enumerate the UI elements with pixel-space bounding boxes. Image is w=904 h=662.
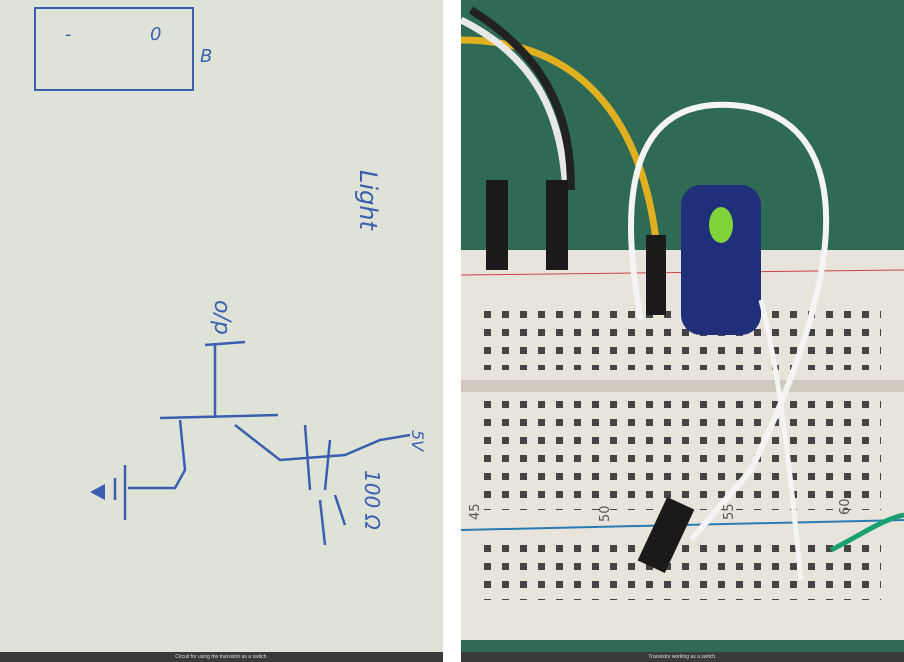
left-caption: Circuit for using the transistor as a sw… bbox=[0, 652, 443, 662]
breadboard-scene: 45 50 55 60 bbox=[461, 6, 904, 640]
row-number-45: 45 bbox=[468, 503, 483, 520]
right-caption: Transistor working as a switch. bbox=[461, 652, 904, 662]
battery-label: B bbox=[200, 46, 212, 67]
minus-text: - bbox=[65, 24, 72, 45]
row-number-55: 55 bbox=[722, 503, 737, 520]
light-text: Light bbox=[354, 170, 382, 231]
circuit-sketch-photo: - 0 B Light o/p 100 Ω 5V Circuit for usi… bbox=[0, 0, 443, 662]
row-number-60: 60 bbox=[838, 498, 853, 515]
output-text: o/p bbox=[209, 300, 234, 335]
hand-drawn-schematic: - 0 B Light o/p 100 Ω 5V bbox=[34, 7, 427, 546]
supply-text: 5V bbox=[408, 430, 427, 452]
row-number-50: 50 bbox=[598, 505, 613, 522]
breadboard-photo: 45 50 55 60 Transistor working as a swit… bbox=[461, 0, 904, 662]
resistor-text: 100 Ω bbox=[360, 470, 384, 531]
zero-text: 0 bbox=[150, 24, 161, 45]
